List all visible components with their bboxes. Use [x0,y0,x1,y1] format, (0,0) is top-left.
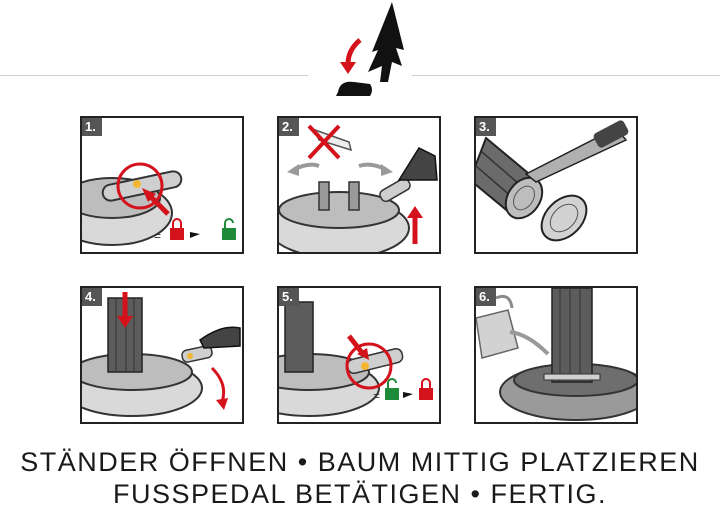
step-number-1: 1. [82,118,102,136]
insert-tree-icon [82,292,241,417]
step-number-4: 4. [82,288,102,306]
open-with-foot-icon [279,124,438,252]
step-number-5: 5. [279,288,299,306]
step-panel-6: 6. [474,286,638,424]
step-panel-5: 5. = [277,286,441,424]
header-rule-right [412,75,720,76]
water-tree-icon [476,288,636,421]
step-panel-4: 4. [80,286,244,424]
step-number-2: 2. [279,118,299,136]
step-panel-2: 2. [277,116,441,254]
step-panel-1: 1. = [80,116,244,254]
lock-stand-icon: = [279,301,433,417]
saw-trunk-icon [476,120,629,242]
caption-line-1: STÄNDER ÖFFNEN • BAUM MITTIG PLATZIEREN [20,447,700,477]
svg-text:=: = [154,229,161,243]
header-rule-left [0,75,308,76]
unlock-stand-icon: = [82,162,236,246]
tree-install-icon [336,2,404,96]
svg-text:=: = [373,389,380,403]
step-number-6: 6. [476,288,496,306]
step-panel-3: 3. [474,116,638,254]
caption-line-2: FUSSPEDAL BETÄTIGEN • FERTIG. [112,479,608,509]
step-number-3: 3. [476,118,496,136]
